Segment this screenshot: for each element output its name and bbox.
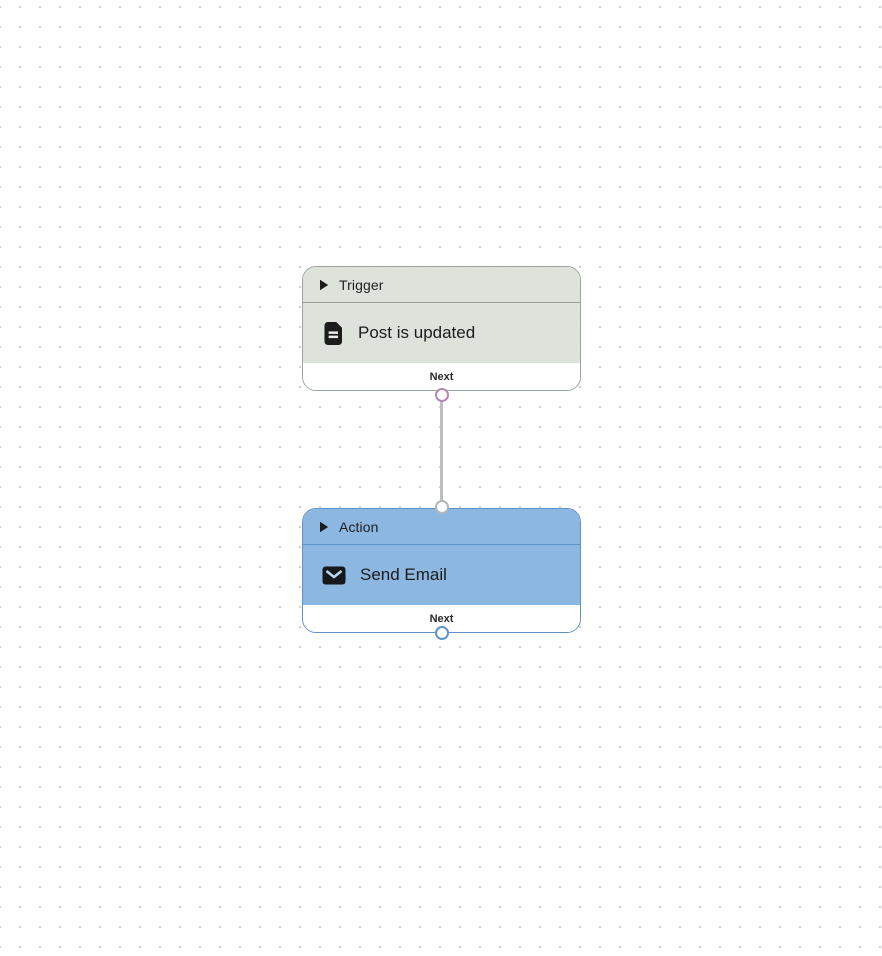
trigger-node[interactable]: Trigger Post is updated Next [302, 266, 581, 391]
email-icon [322, 566, 346, 585]
action-title: Send Email [360, 565, 447, 584]
trigger-output-port[interactable] [434, 388, 449, 402]
action-node-header[interactable]: Action [303, 509, 580, 545]
trigger-type-label: Trigger [339, 276, 384, 293]
action-node[interactable]: Action Send Email Next [302, 508, 581, 633]
trigger-node-header[interactable]: Trigger [303, 267, 580, 303]
action-type-label: Action [339, 518, 379, 535]
trigger-node-body[interactable]: Post is updated [303, 303, 580, 363]
document-icon [322, 321, 344, 346]
triangle-right-icon[interactable] [319, 521, 329, 533]
connection-edge[interactable] [439, 394, 444, 508]
action-next-label: Next [429, 612, 454, 625]
action-node-body[interactable]: Send Email [303, 545, 580, 605]
triangle-right-icon[interactable] [319, 279, 329, 291]
trigger-node-footer: Next [303, 363, 580, 390]
action-input-port[interactable] [434, 500, 449, 514]
trigger-title: Post is updated [358, 323, 476, 342]
action-output-port[interactable] [434, 626, 449, 640]
trigger-next-label: Next [429, 370, 454, 383]
